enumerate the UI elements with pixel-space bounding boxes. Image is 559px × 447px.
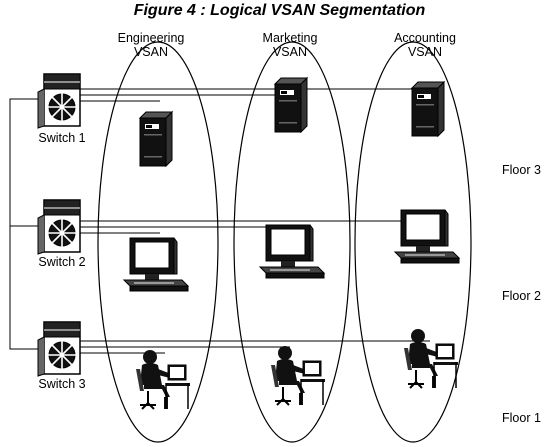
floor-1-label: Floor 1 <box>502 411 541 425</box>
switch-2-label: Switch 2 <box>38 255 85 269</box>
server-tower-icon <box>139 111 173 167</box>
switch-1-label: Switch 1 <box>38 131 85 145</box>
vsan-engineering-ellipse <box>97 41 219 443</box>
fibre-channel-switch-icon <box>37 321 81 377</box>
trunk-line <box>9 98 40 350</box>
fibre-channel-switch-icon <box>37 73 81 129</box>
fibre-channel-switch-icon <box>37 199 81 255</box>
floor-3-label: Floor 3 <box>502 163 541 177</box>
vsan-marketing-label-line1: Marketing <box>263 31 318 45</box>
vsan-marketing-label-line2: VSAN <box>273 45 307 59</box>
vsan-accounting-ellipse <box>354 41 472 443</box>
vsan-engineering-label-line1: Engineering <box>118 31 185 45</box>
vsan-accounting-label-line1: Accounting <box>394 31 456 45</box>
server-tower-icon <box>274 77 308 133</box>
connection-lines <box>80 88 440 354</box>
figure-title: Figure 4 : Logical VSAN Segmentation <box>133 2 426 19</box>
server-tower-icon <box>411 81 445 137</box>
vsan-accounting-label-line2: VSAN <box>408 45 442 59</box>
floor-2-label: Floor 2 <box>502 289 541 303</box>
person-at-desk-icon <box>403 328 459 389</box>
switch-3-label: Switch 3 <box>38 377 85 391</box>
vsan-marketing-ellipse <box>233 41 351 443</box>
person-at-desk-icon <box>270 345 326 406</box>
vsan-engineering-label-line2: VSAN <box>134 45 168 59</box>
computer-workstation-icon <box>394 209 460 264</box>
computer-workstation-icon <box>123 237 189 292</box>
computer-workstation-icon <box>259 224 325 279</box>
person-at-desk-icon <box>135 349 191 410</box>
